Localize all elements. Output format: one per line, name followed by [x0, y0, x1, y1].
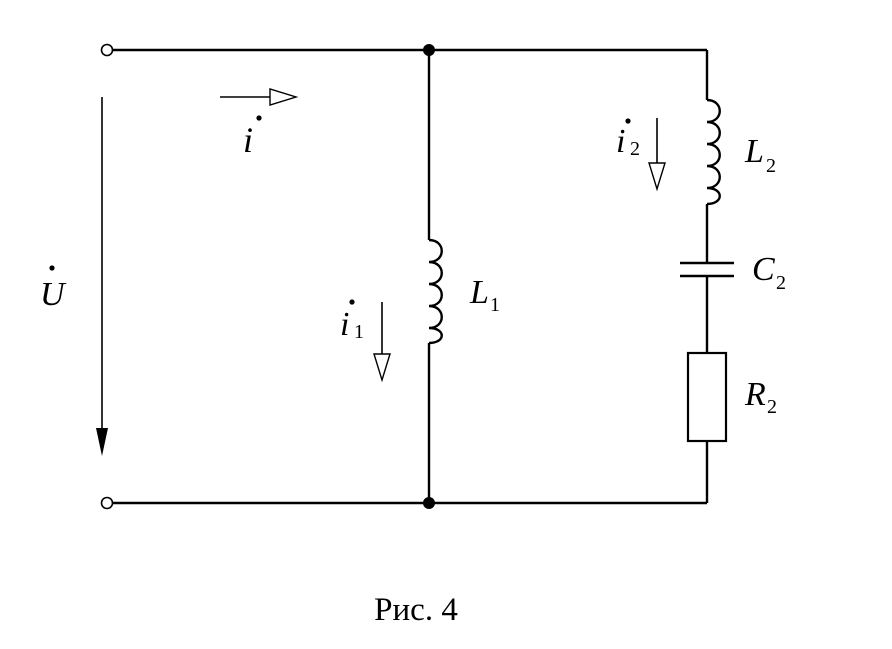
current-i-symbol: i	[243, 120, 253, 160]
current-i2-subscript: 2	[630, 138, 640, 160]
inductor-l2-subscript: 2	[766, 155, 776, 177]
current-i2-arrow	[648, 118, 666, 192]
phasor-dot-icon	[49, 265, 55, 271]
resistor-r2	[686, 351, 728, 443]
phasor-dot-icon	[256, 115, 262, 121]
inductor-l2-symbol: L	[744, 133, 764, 170]
resistor-r2-subscript: 2	[767, 396, 777, 418]
voltage-label: U	[40, 265, 67, 313]
capacitor-c2-subscript: 2	[776, 272, 786, 294]
capacitor-c2-label: C 2	[752, 251, 786, 294]
phasor-dot-icon	[349, 299, 355, 305]
current-i2-label: i 2	[616, 118, 640, 160]
current-i2-symbol: i	[616, 123, 625, 160]
current-i1-label: i 1	[340, 299, 364, 343]
inductor-l1-subscript: 1	[490, 294, 500, 316]
phasor-dot-icon	[625, 118, 631, 124]
figure-caption: Рис. 4	[374, 592, 458, 628]
inductor-l1	[428, 238, 443, 345]
voltage-arrow	[96, 97, 108, 456]
current-i1-subscript: 1	[354, 321, 364, 343]
current-i-label: i	[243, 115, 262, 160]
resistor-r2-symbol: R	[744, 376, 766, 413]
inductor-l2-label: L 2	[744, 133, 776, 177]
inductor-l1-label: L 1	[469, 274, 500, 316]
inductor-l2	[706, 98, 721, 206]
current-i1-symbol: i	[340, 306, 349, 343]
branch-l2-c2-r2	[680, 50, 734, 503]
current-i-arrow	[220, 88, 299, 106]
voltage-symbol: U	[40, 276, 67, 313]
input-terminal-bottom	[100, 496, 114, 510]
resistor-r2-label: R 2	[744, 376, 777, 418]
input-terminal-top	[100, 43, 114, 57]
branch-l1	[427, 50, 443, 503]
capacitor-c2-symbol: C	[752, 251, 775, 288]
inductor-l1-symbol: L	[469, 274, 489, 311]
current-i1-arrow	[373, 302, 391, 383]
